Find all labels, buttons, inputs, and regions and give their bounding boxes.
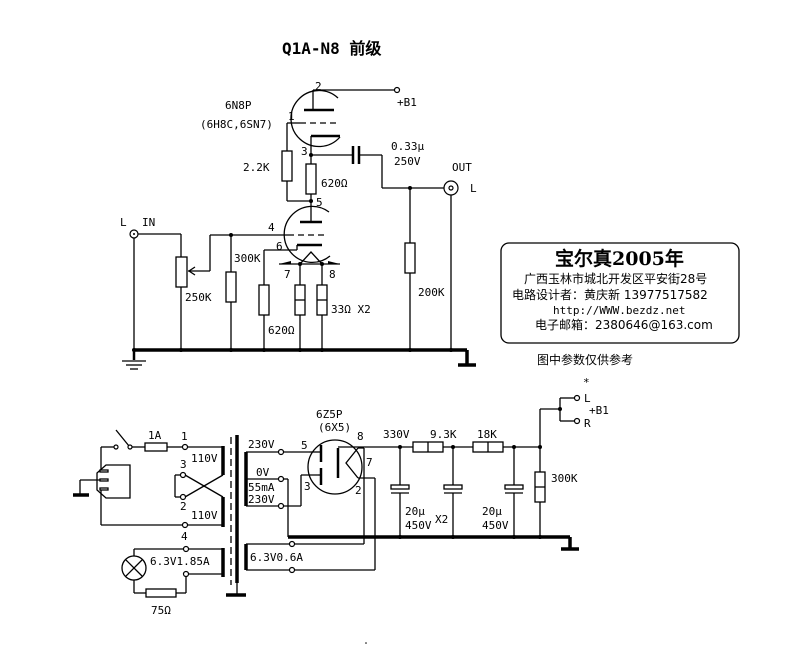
cap-label: 20μ (482, 505, 502, 518)
b1-label: +B1 (397, 96, 417, 109)
pin-label: 3 (304, 480, 311, 493)
info-email: 电子邮箱：2380646@163.com (535, 317, 713, 332)
cap-voltage-label: 450V (482, 519, 509, 532)
fuse-label: 1A (148, 429, 162, 442)
resistor-300k (225, 271, 237, 303)
winding-label: 110V (191, 509, 218, 522)
tube-equiv-label: (6H8C,6SN7) (200, 118, 273, 131)
b1-label: +B1 (589, 404, 609, 417)
ground-icon (122, 360, 146, 370)
resistor-label: 33Ω X2 (331, 303, 371, 316)
resistor-label: 2.2K (243, 161, 270, 174)
output-channel-label: L (470, 182, 477, 195)
resistor-label: 75Ω (151, 604, 171, 617)
input-label: IN (142, 216, 155, 229)
fuse (144, 442, 168, 452)
cap-voltage-label: 450V (405, 519, 432, 532)
rectifier-equiv-label: (6X5) (318, 421, 351, 434)
iec-socket-icon (96, 464, 131, 499)
params-note: 图中参数仅供参考 (537, 352, 633, 367)
cap-label: 20μ (405, 505, 425, 518)
pin-label: 1 (181, 430, 188, 443)
pin-label: 1 (288, 110, 295, 123)
pin-label: 5 (301, 439, 308, 452)
pin-label: 7 (284, 268, 291, 281)
pin-label: 2 (180, 500, 187, 513)
tube-name-label: 6N8P (225, 99, 252, 112)
info-address: 广西玉林市城北开发区平安街28号 (524, 271, 707, 286)
pin-label: 3 (301, 145, 308, 158)
input-channel-label: L (120, 216, 127, 229)
winding-label: 0V (256, 466, 270, 479)
pin-label: 8 (357, 430, 364, 443)
tube-envelope-upper (290, 89, 341, 148)
winding-label: 6.3V0.6A (250, 551, 303, 564)
pin-label: 8 (329, 268, 336, 281)
filter-cap-1 (390, 447, 410, 537)
filter-cap-3 (504, 447, 524, 537)
winding-label: 230V (248, 438, 275, 451)
b1-terminal (393, 86, 401, 94)
rectifier-tube (307, 439, 395, 570)
resistor-2.2k (281, 150, 293, 182)
cap-count-label: X2 (435, 513, 448, 526)
resistor-label: 620Ω (268, 324, 295, 337)
pilot-lamp-icon (121, 555, 147, 581)
resistor-620-lower (258, 284, 270, 316)
resistor-label: 300K (234, 252, 261, 265)
resistor-620-upper (305, 163, 317, 195)
winding-label: 6.3V1.85A (150, 555, 210, 568)
winding-label: 110V (191, 452, 218, 465)
asterisk-mark: * (583, 376, 590, 389)
pin-label: 6 (276, 240, 283, 253)
winding-label: 55mA (248, 481, 275, 494)
resistor-75 (145, 588, 177, 598)
b1-left-terminal (573, 394, 581, 402)
pin-label: 7 (366, 456, 373, 469)
winding-label: 230V (248, 493, 275, 506)
cap-label: 0.33μ (391, 140, 424, 153)
pin-label: 3 (180, 458, 187, 471)
lower-triode (283, 201, 331, 265)
pin-label: 4 (181, 530, 188, 543)
heater (299, 251, 323, 265)
pin-label: 2 (355, 484, 362, 497)
pot-label: 250K (185, 291, 212, 304)
resistor-label: 300K (551, 472, 578, 485)
pin-label: 5 (316, 196, 323, 209)
potentiometer-250k (175, 256, 188, 288)
resistor-label: 18K (477, 428, 497, 441)
info-box (500, 242, 740, 344)
output-label: OUT (452, 161, 472, 174)
b1-right-terminal (573, 417, 581, 425)
pin-label: 4 (268, 221, 275, 234)
b1-left-label: L (584, 392, 591, 405)
filter-cap-2 (443, 447, 463, 537)
resistor-200k (404, 242, 416, 274)
power-switch (113, 444, 119, 450)
info-designer: 电路设计者：黄庆新 13977517582 (512, 287, 708, 302)
upper-triode (290, 89, 395, 155)
resistor-label: 9.3K (430, 428, 457, 441)
pin-label: 2 (315, 80, 322, 93)
resistor-label: 620Ω (321, 177, 348, 190)
resistor-label: 200K (418, 286, 445, 299)
cap-voltage-label: 250V (394, 155, 421, 168)
voltage-label: 330V (383, 428, 410, 441)
schematic-title: Q1A-N8 前级 (282, 39, 382, 58)
info-website: http://WWW.bezdz.net (553, 304, 685, 317)
b1-right-label: R (584, 417, 591, 430)
info-heading: 宝尔真2005年 (555, 247, 684, 270)
rectifier-name-label: 6Z5P (316, 408, 343, 421)
